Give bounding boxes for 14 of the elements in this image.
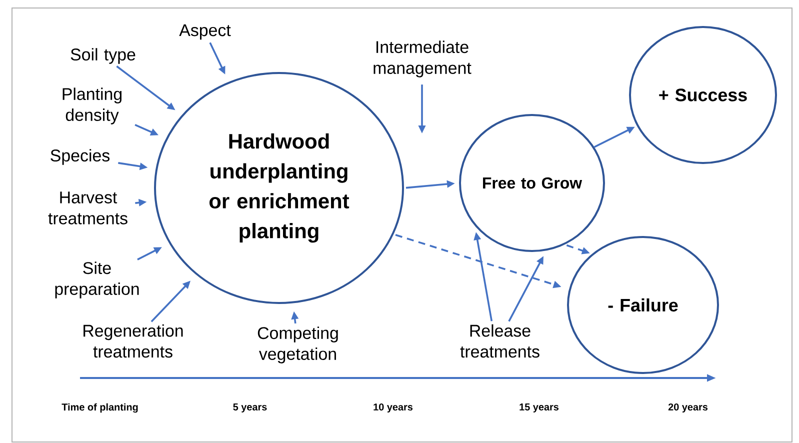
factor-label: Species (50, 149, 110, 165)
time-label: 15 years (520, 404, 559, 412)
factor-label: Aspect (179, 24, 231, 40)
factor-label: Harvest treatments (48, 192, 128, 224)
factor-label: Competing vegetation (258, 326, 338, 364)
factor-label: Site preparation (55, 262, 139, 298)
time-label: Time of planting (62, 403, 138, 413)
time-label: 5 years (233, 404, 267, 412)
time-label: 10 years (374, 403, 413, 412)
factor-label: Planting density (62, 88, 122, 124)
factor-label: Release treatments (460, 324, 540, 358)
factor-label: Regeneration treatments (84, 324, 183, 358)
time-label: 20 years (668, 403, 708, 412)
factor-label: Soil type (70, 48, 136, 64)
